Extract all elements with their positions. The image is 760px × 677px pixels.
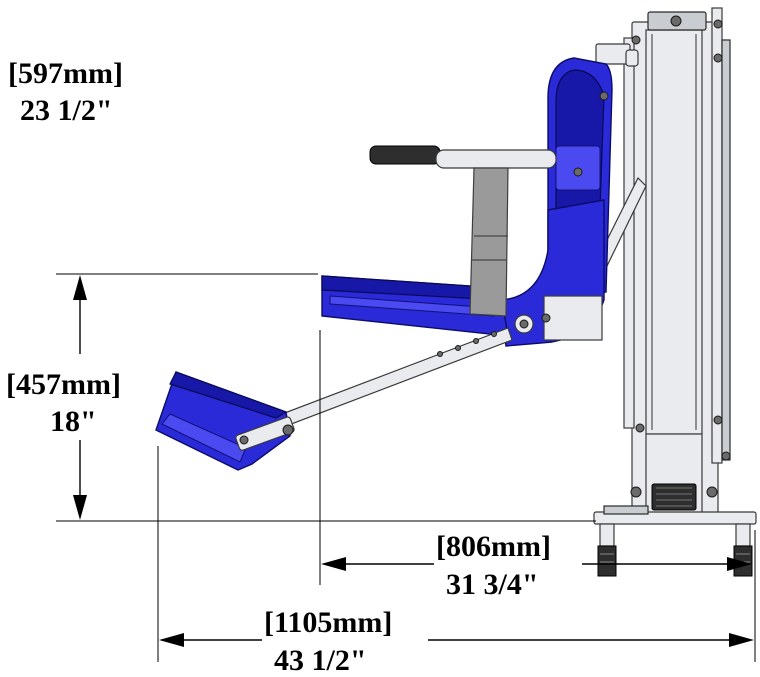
total-reach-imperial-label: 43 1/2" [274, 644, 367, 677]
blue-footrest [155, 371, 295, 471]
blue-lift-seat [321, 57, 613, 347]
seat-width-imperial-label: 23 1/2" [20, 94, 113, 127]
seat-width-metric-label: [597mm] [8, 57, 123, 90]
armrest-and-seat-strap [369, 145, 557, 317]
total-reach-metric-label: [1105mm] [264, 606, 392, 639]
seat-reach-metric-label: [806mm] [436, 530, 551, 563]
lift-mast [593, 7, 757, 577]
seat-height-metric-label: [457mm] [6, 368, 121, 401]
total-reach-dimension [157, 446, 756, 662]
seat-reach-imperial-label: 31 3/4" [446, 568, 539, 601]
seat-carriage-arm [595, 43, 639, 67]
seat-height-dimension [56, 273, 596, 522]
seat-height-imperial-label: 18" [50, 405, 97, 438]
seat-reach-dimension [319, 330, 752, 585]
